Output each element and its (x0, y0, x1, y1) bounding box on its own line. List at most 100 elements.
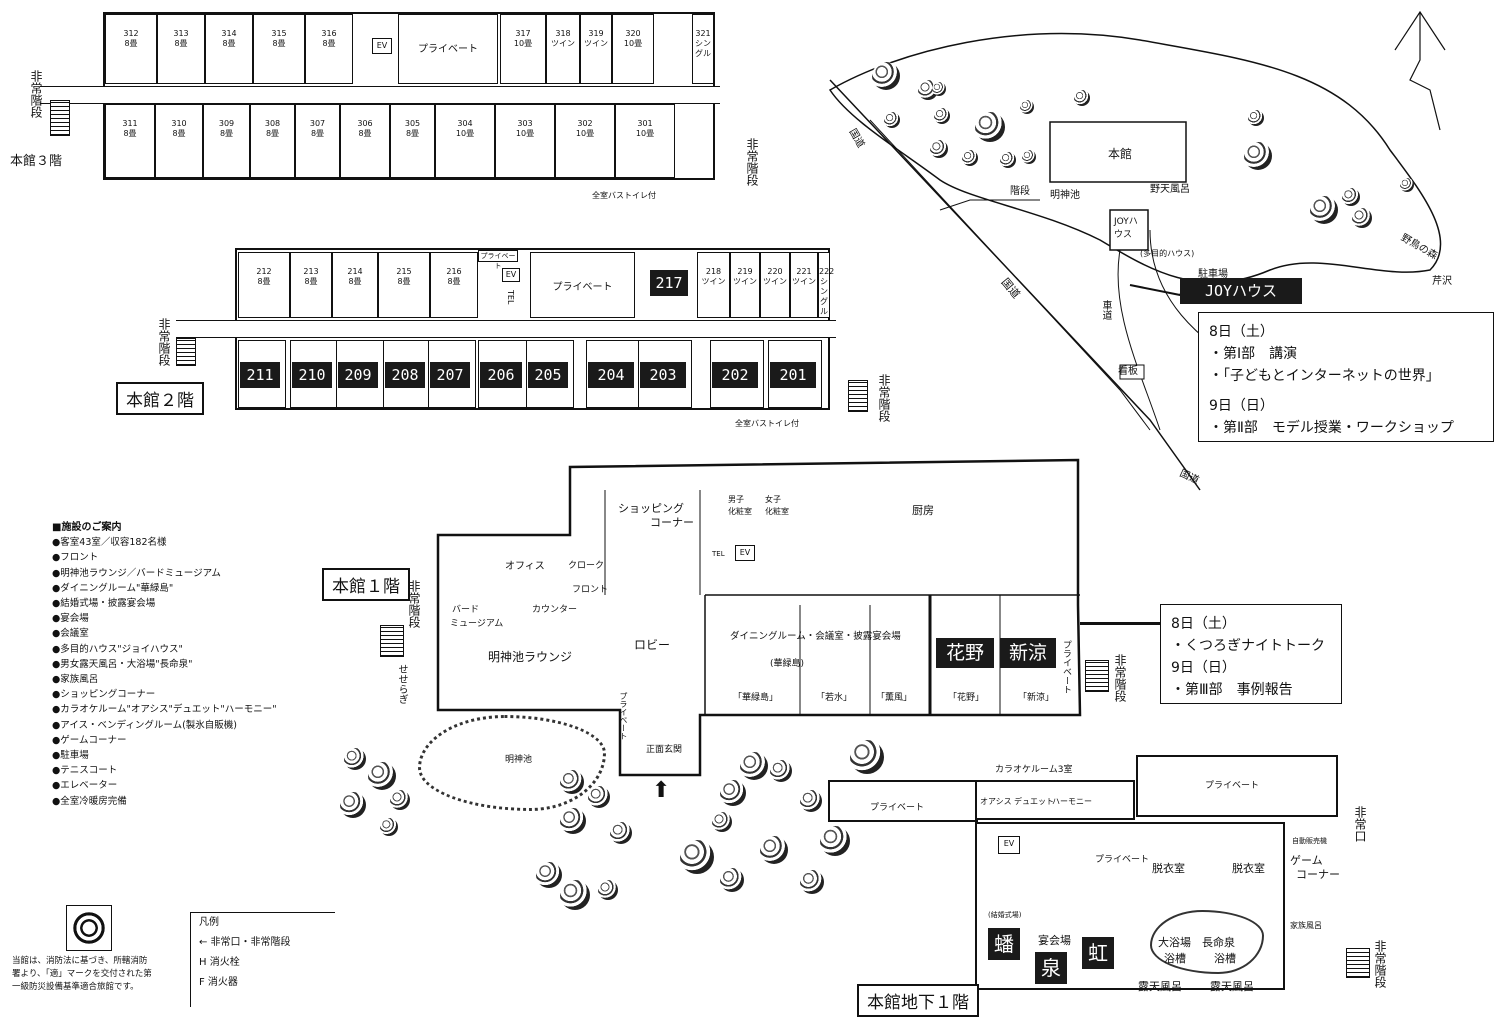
floor1-private-small: プライベート (619, 692, 628, 740)
basement-bath-right: 長命泉 (1202, 936, 1235, 949)
basement-bath-right-2: 浴槽 (1214, 952, 1236, 965)
floor1-elevator: EV (735, 545, 755, 561)
floor1-shinryo: 新涼 (1000, 638, 1056, 668)
floor2-note: 全室バストイレ付 (735, 419, 799, 428)
tree-icon (368, 762, 396, 790)
tree-icon (380, 818, 398, 836)
basement-emergency: 非常階段 (1373, 940, 1387, 988)
floor1-lobby: ロビー (634, 638, 671, 652)
site-driveway: 車道 (1100, 300, 1111, 320)
floor1-room-4: 「新涼」 (1018, 693, 1055, 703)
tree-icon (800, 790, 822, 812)
floor3-elevator: EV (372, 38, 392, 54)
basement-stairs (1346, 948, 1370, 978)
basement-dressing-2: 脱衣室 (1232, 862, 1265, 875)
floor2-stairs-left (176, 338, 196, 366)
facilities-title: ■施設のご案内 (52, 522, 122, 533)
north-arrow-line (1409, 12, 1441, 131)
tree-icon (340, 792, 366, 818)
tree-icon (720, 780, 746, 806)
facility-item: ●ショッピングコーナー (52, 689, 156, 701)
tree-icon (1000, 152, 1016, 168)
floor2-tel: TEL (506, 290, 515, 305)
bath-tub-shape (1150, 910, 1264, 974)
room-204: 204 (588, 362, 634, 388)
facility-item: ●宴会場 (52, 613, 89, 625)
basement-family-bath: 家族風呂 (1290, 921, 1322, 930)
basement-game-2: コーナー (1296, 868, 1340, 881)
tree-icon (1400, 178, 1414, 192)
link-line (1080, 622, 1170, 625)
facility-item: ●会議室 (52, 628, 89, 640)
tree-icon (1310, 196, 1338, 224)
site-main-building: 本館 (1108, 147, 1133, 161)
room-207: 207 (430, 362, 470, 388)
basement-kanji-3: 虹 (1082, 937, 1114, 969)
tree-icon (720, 868, 744, 892)
tree-icon (962, 150, 978, 166)
floor3-note: 全室バストイレ付 (592, 191, 656, 200)
floor1-day1: 8日（土） (1171, 616, 1236, 632)
tree-icon (872, 62, 900, 90)
tree-icon (588, 786, 610, 808)
tree-icon (850, 740, 884, 774)
stairs-path (939, 199, 1040, 211)
site-signboard: 看板 (1118, 366, 1138, 377)
floor1-womens-wc: 女子 (765, 495, 781, 504)
room-205: 205 (528, 362, 568, 388)
floor1-womens-wc-2: 化粧室 (765, 507, 789, 516)
main-building-footprint (1049, 121, 1187, 183)
entrance-arrow-icon: ⬆ (652, 778, 671, 803)
floor1-tel: TEL (712, 550, 725, 558)
floor1-emergency: 非常階段 (407, 580, 421, 628)
basement-emergency-exit: 非常口 (1353, 806, 1367, 842)
floor3-corridor (40, 86, 720, 104)
basement-title: 本館地下１階 (857, 984, 979, 1017)
floor1-dining-sub: (華緑島) (770, 659, 805, 669)
basement-private-left-block (828, 780, 978, 822)
basement-private-left: プライベート (870, 803, 925, 813)
room-211: 211 (240, 362, 280, 388)
floor2-elevator: EV (502, 268, 520, 282)
floor1-office: オフィス (505, 561, 545, 572)
facility-item: ●カラオケルーム"オアシス"デュエット"ハーモニー" (52, 704, 277, 716)
tree-icon (975, 112, 1005, 142)
floor1-pond: 明神池 (505, 755, 533, 765)
room-217: 217 (650, 270, 688, 296)
tree-icon (598, 880, 618, 900)
facility-item: ●フロント (52, 552, 99, 564)
tree-icon (770, 760, 792, 782)
room-202: 202 (712, 362, 758, 388)
road-line-2 (869, 119, 1151, 431)
tree-icon (560, 880, 590, 910)
facility-item: ●多目的ハウス"ジョイハウス" (52, 643, 183, 655)
room-208: 208 (385, 362, 425, 388)
room-203: 203 (640, 362, 686, 388)
floor1-counter: カウンター (532, 605, 578, 615)
facility-item: ●駐車場 (52, 750, 89, 762)
signboard-rect (1119, 364, 1145, 380)
tree-icon (740, 752, 768, 780)
floor1-shopping: ショッピング (618, 502, 684, 515)
legend-title: 凡例 (199, 917, 219, 928)
tree-icon (536, 862, 562, 888)
tree-icon (1248, 110, 1264, 126)
floor1-title: 本館１階 (322, 568, 410, 601)
basement-wedding: (結婚式場) (988, 911, 1022, 919)
floor1-front: フロント (572, 585, 609, 595)
basement-bath-left: 大浴場 (1158, 936, 1191, 949)
